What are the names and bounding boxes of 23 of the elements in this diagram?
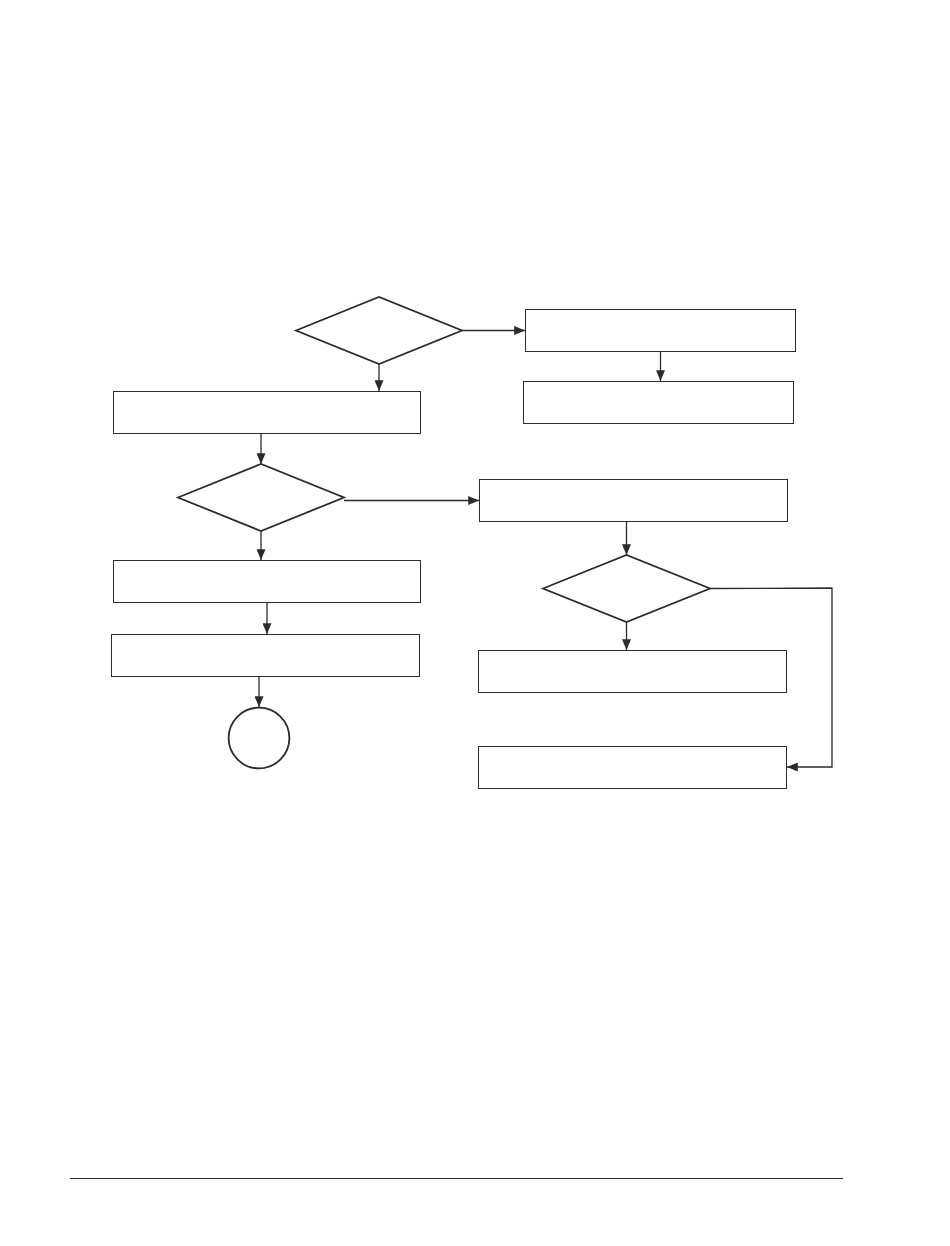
process-box — [111, 634, 420, 677]
arrow — [256, 530, 266, 561]
process-box — [478, 650, 787, 693]
arrow — [254, 676, 264, 708]
arrow — [262, 602, 272, 635]
arrow — [461, 326, 526, 335]
terminal-circle — [228, 707, 290, 769]
decision-diamond — [296, 297, 462, 364]
process-box — [478, 746, 787, 789]
process-box — [113, 391, 421, 434]
arrow — [374, 363, 384, 392]
process-box — [479, 479, 788, 522]
arrow — [256, 433, 266, 465]
arrow — [622, 521, 631, 556]
process-box — [525, 309, 796, 352]
decision-diamond — [543, 555, 710, 622]
process-box — [113, 560, 421, 603]
process-box — [523, 381, 794, 424]
arrow — [343, 496, 480, 505]
arrow — [622, 621, 631, 651]
decision-diamond — [178, 464, 344, 531]
arrow — [709, 587, 833, 772]
arrow — [656, 351, 665, 382]
